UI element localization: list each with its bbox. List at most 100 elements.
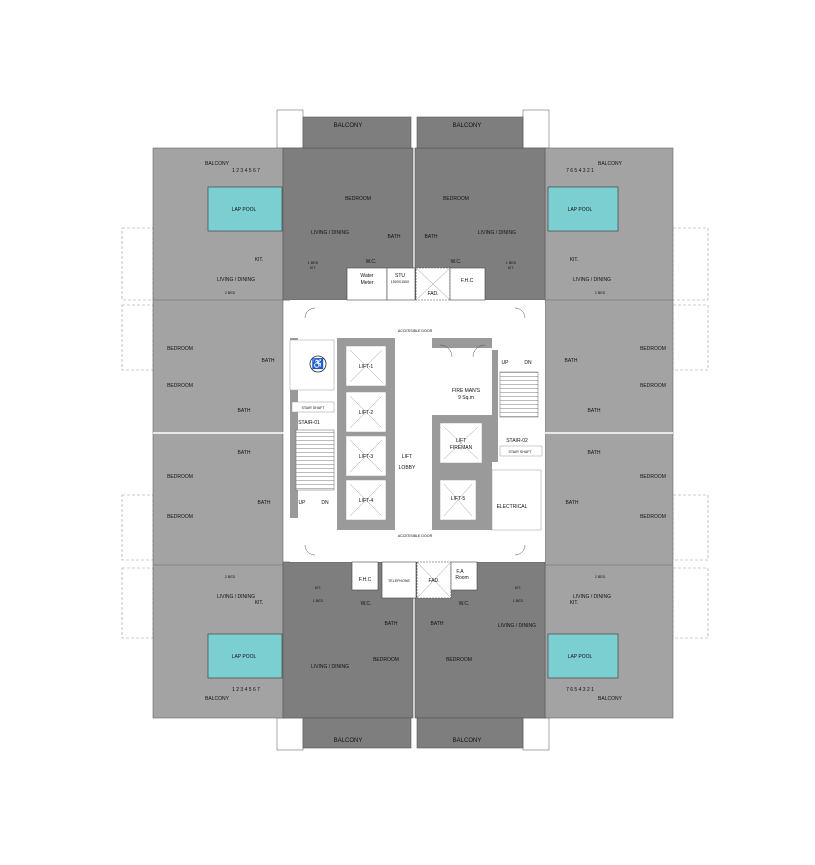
- kitchen-label: KIT.: [570, 600, 579, 606]
- svg-text:♿: ♿: [312, 357, 324, 370]
- bath-label: BATH: [238, 408, 251, 414]
- bath-label: BATH: [262, 358, 275, 364]
- unit-type-label: 1 BED: [313, 599, 324, 603]
- lap-pool-top-left: [207, 186, 283, 232]
- stair-shaft-left: [291, 401, 335, 413]
- pool-label: LAP POOL: [232, 654, 257, 660]
- kitchen-label: KIT.: [508, 266, 514, 270]
- stair-01[interactable]: [295, 429, 335, 491]
- lift-5-label: LIFT-5: [451, 496, 466, 502]
- stu-label: STU: [395, 273, 405, 279]
- telephone-label: TELEPHONE: [388, 579, 410, 583]
- bath-label: BATH: [238, 450, 251, 456]
- door-swings: [304, 307, 526, 556]
- bottom-balcony-left: [302, 717, 412, 749]
- living-label: LIVING / DINING: [311, 230, 349, 236]
- bath-label: BATH: [388, 234, 401, 240]
- top-balcony-right: [416, 116, 524, 149]
- lift-crosses: [349, 349, 479, 517]
- steps-label: 1 2 3 4 5 6 7: [232, 168, 260, 174]
- bedroom-label: BEDROOM: [446, 657, 472, 663]
- fhc-room-bottom: [351, 561, 379, 591]
- lap-pool-bottom-right: [547, 633, 619, 679]
- bedroom-label: BEDROOM: [373, 657, 399, 663]
- bath-label: BATH: [588, 408, 601, 414]
- lap-pool-top-right: [547, 186, 619, 232]
- lift-4-label: LIFT-4: [359, 498, 374, 504]
- fhc-label: F.H.C: [461, 278, 474, 284]
- fireman-area-label: 9 Sq.m: [458, 395, 474, 401]
- labels: BALCONY BALCONY BALCONY BALCONY BALCONY …: [167, 123, 666, 744]
- lift-lobby-label: LOBBY: [399, 465, 416, 471]
- top-balcony-right-label: BALCONY: [453, 123, 482, 129]
- lift-lobby-label: LIFT: [402, 454, 412, 460]
- lift-2-label: LIFT-2: [359, 410, 374, 416]
- fad-label: FAD.: [428, 578, 439, 584]
- living-label: LIVING / DINING: [573, 277, 611, 283]
- bedroom-label: BEDROOM: [167, 383, 193, 389]
- lift-3-label: LIFT-3: [359, 454, 374, 460]
- steps-label: 7 6 5 4 3 2 1: [566, 168, 594, 174]
- pool-label: LAP POOL: [568, 207, 593, 213]
- bedroom-label: BEDROOM: [443, 196, 469, 202]
- water-meter-label: Meter: [361, 280, 374, 286]
- wc-label: W.C.: [451, 259, 462, 265]
- fa-room-label: F.A: [456, 569, 464, 575]
- wc-label: W.C.: [459, 601, 470, 607]
- fa-room: [450, 561, 478, 591]
- bath-label: BATH: [566, 500, 579, 506]
- stu-room: [386, 267, 416, 301]
- up-label: UP: [502, 360, 510, 366]
- stair-shaft-label: STAIR SHAFT: [508, 450, 532, 454]
- fad-label: FAD.: [427, 291, 438, 297]
- door-note-label: ACCESSIBLE DOOR: [398, 534, 433, 538]
- dn-label: DN: [321, 500, 329, 506]
- bedroom-label: BEDROOM: [640, 514, 666, 520]
- living-label: LIVING / DINING: [498, 623, 536, 629]
- top-balcony-left-label: BALCONY: [334, 123, 363, 129]
- water-meter-label: Water: [360, 273, 373, 279]
- living-label: LIVING / DINING: [478, 230, 516, 236]
- living-label: LIVING / DINING: [311, 664, 349, 670]
- pool-label: LAP POOL: [568, 654, 593, 660]
- fhc-room-top: [449, 267, 486, 301]
- kitchen-label: KIT.: [255, 257, 264, 263]
- stair-02[interactable]: [499, 371, 539, 418]
- door-note-label: ACCESSIBLE DOOR: [398, 329, 433, 333]
- unit-type-label: 1 BED: [506, 261, 517, 265]
- stair-01-label: STAIR-01: [298, 420, 320, 426]
- bath-label: BATH: [431, 621, 444, 627]
- water-meter-room: [346, 267, 388, 301]
- stair-shaft-label: STAIR SHAFT: [301, 406, 325, 410]
- kitchen-label: KIT.: [255, 600, 264, 606]
- bedroom-label: BEDROOM: [640, 346, 666, 352]
- fhc-label: F.H.C: [359, 577, 372, 583]
- fireman-area-label: FIRE MAN'S: [452, 388, 481, 394]
- pool-label: LAP POOL: [232, 207, 257, 213]
- wheelchair-icon: [309, 355, 327, 373]
- wc-label: W.C.: [361, 601, 372, 607]
- bottom-balcony-right-label: BALCONY: [453, 738, 482, 744]
- fa-room-label: Room: [455, 575, 468, 581]
- unit-type-label: 1 BED: [308, 261, 319, 265]
- living-label: LIVING / DINING: [217, 594, 255, 600]
- up-label: UP: [299, 500, 307, 506]
- bottom-balcony-right: [416, 717, 524, 749]
- bedroom-label: BEDROOM: [345, 196, 371, 202]
- fireman-lift-label: FIREMAN: [450, 445, 473, 451]
- dn-label: DN: [524, 360, 532, 366]
- stair-shaft-right: [499, 445, 543, 457]
- kitchen-label: KIT.: [570, 257, 579, 263]
- electrical-label: ELECTRICAL: [497, 504, 528, 510]
- balcony-label: BALCONY: [205, 161, 230, 167]
- unit-type-label: 2 BED: [595, 575, 606, 579]
- stair-02-label: STAIR-02: [506, 438, 528, 444]
- bedroom-label: BEDROOM: [640, 383, 666, 389]
- wc-label: W.C.: [366, 259, 377, 265]
- stu-size-label: 1500X1500: [391, 280, 409, 284]
- steps-label: 1 2 3 4 5 6 7: [232, 687, 260, 693]
- living-label: LIVING / DINING: [573, 594, 611, 600]
- bedroom-label: BEDROOM: [167, 514, 193, 520]
- bath-label: BATH: [258, 500, 271, 506]
